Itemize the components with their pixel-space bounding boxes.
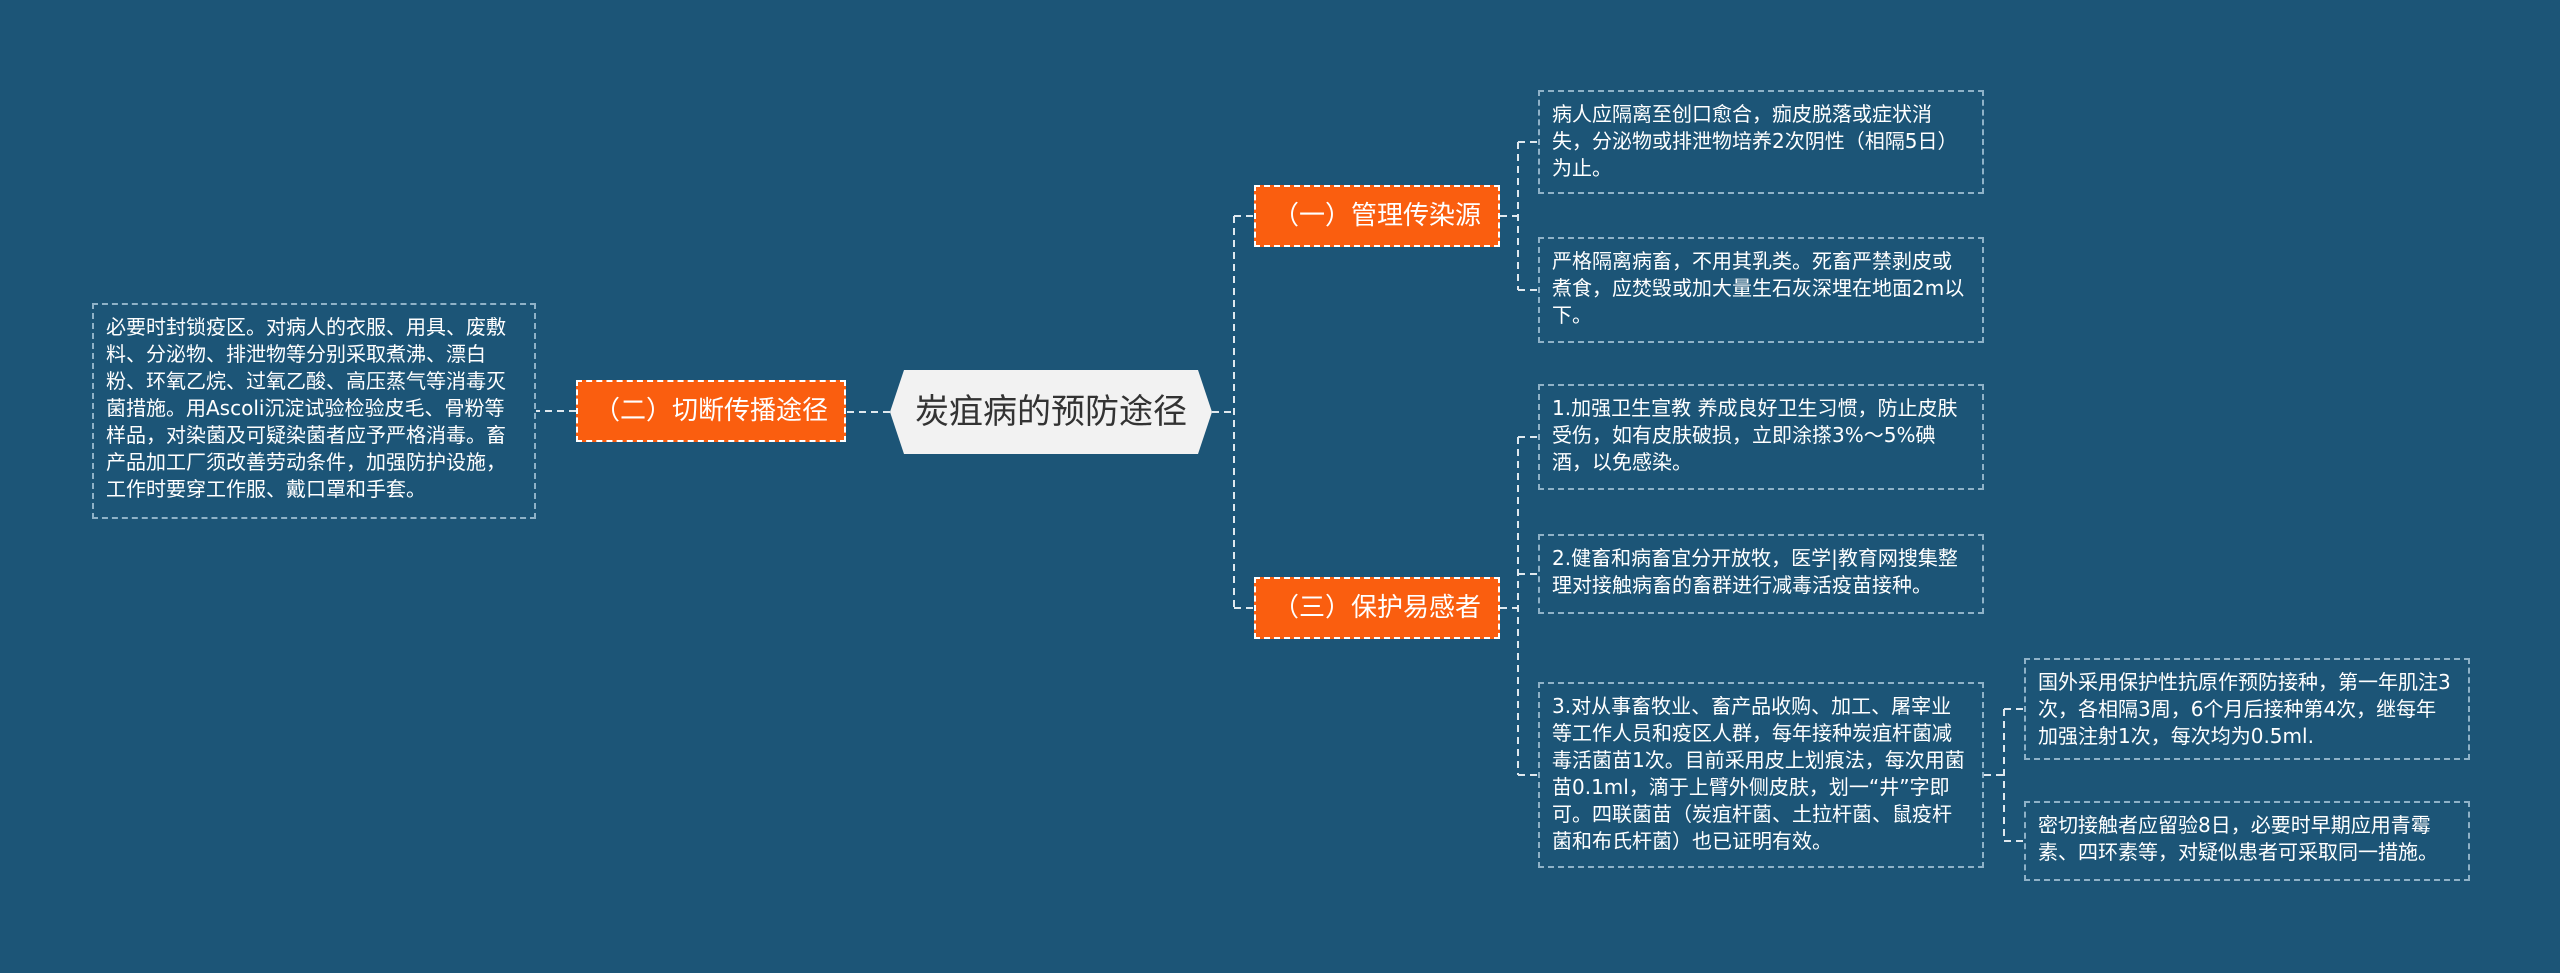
leaf-quarantine-disinfection[interactable]: 必要时封锁疫区。对病人的衣服、用具、废敷料、分泌物、排泄物等分别采取煮沸、漂白粉… xyxy=(92,303,536,519)
leaf-close-contacts[interactable]: 密切接触者应留验8日，必要时早期应用青霉素、四环素等，对疑似患者可采取同一措施。 xyxy=(2024,801,2470,881)
branch-protect-susceptible[interactable]: （三）保护易感者 xyxy=(1254,577,1500,639)
leaf-vaccination[interactable]: 3.对从事畜牧业、畜产品收购、加工、屠宰业等工作人员和疫区人群，每年接种炭疽杆菌… xyxy=(1538,682,1984,868)
central-topic[interactable]: 炭疽病的预防途径 xyxy=(890,370,1212,454)
leaf-protective-antigen[interactable]: 国外采用保护性抗原作预防接种，第一年肌注3次，各相隔3周，6个月后接种第4次，继… xyxy=(2024,658,2470,760)
leaf-hygiene-education[interactable]: 1.加强卫生宣教 养成良好卫生习惯，防止皮肤受伤，如有皮肤破损，立即涂搽3%～5… xyxy=(1538,384,1984,490)
leaf-isolate-livestock[interactable]: 严格隔离病畜，不用其乳类。死畜严禁剥皮或煮食，应焚毁或加大量生石灰深埋在地面2m… xyxy=(1538,237,1984,343)
branch-manage-infection-source[interactable]: （一）管理传染源 xyxy=(1254,185,1500,247)
branch-cut-transmission-route[interactable]: （二）切断传播途径 xyxy=(576,380,846,442)
leaf-isolate-patients[interactable]: 病人应隔离至创口愈合，痂皮脱落或症状消失，分泌物或排泄物培养2次阴性（相隔5日）… xyxy=(1538,90,1984,194)
leaf-separate-grazing[interactable]: 2.健畜和病畜宜分开放牧，医学|教育网搜集整理对接触病畜的畜群进行减毒活疫苗接种… xyxy=(1538,534,1984,614)
